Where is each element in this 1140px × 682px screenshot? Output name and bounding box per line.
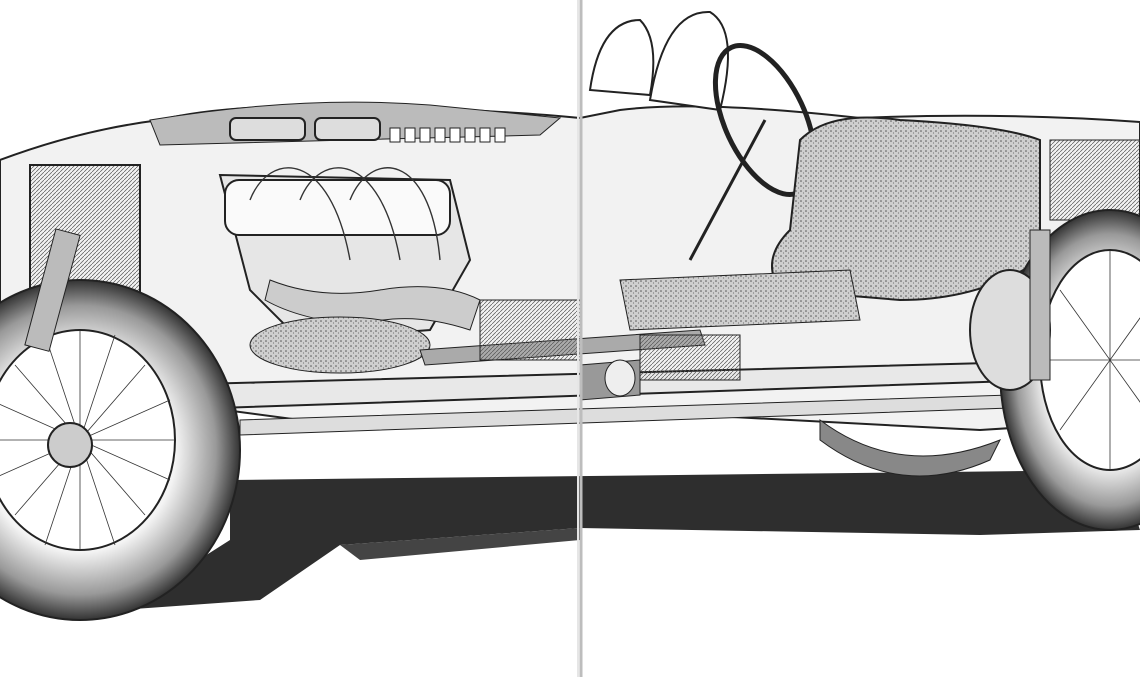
battery [639,334,741,381]
valve-cover [224,179,451,236]
front-shock [24,228,81,352]
ground-shadow [120,470,1140,610]
rear-shock [1029,229,1051,381]
air-filter [229,117,306,141]
hood-louvres [389,127,506,143]
aero-screen [588,18,655,97]
front-wheel [0,279,241,621]
rear-tyre-inner [819,419,1002,477]
seat-cushion [619,269,861,331]
gearbox [479,299,581,361]
air-filter [314,117,381,141]
aero-screen [648,10,729,112]
